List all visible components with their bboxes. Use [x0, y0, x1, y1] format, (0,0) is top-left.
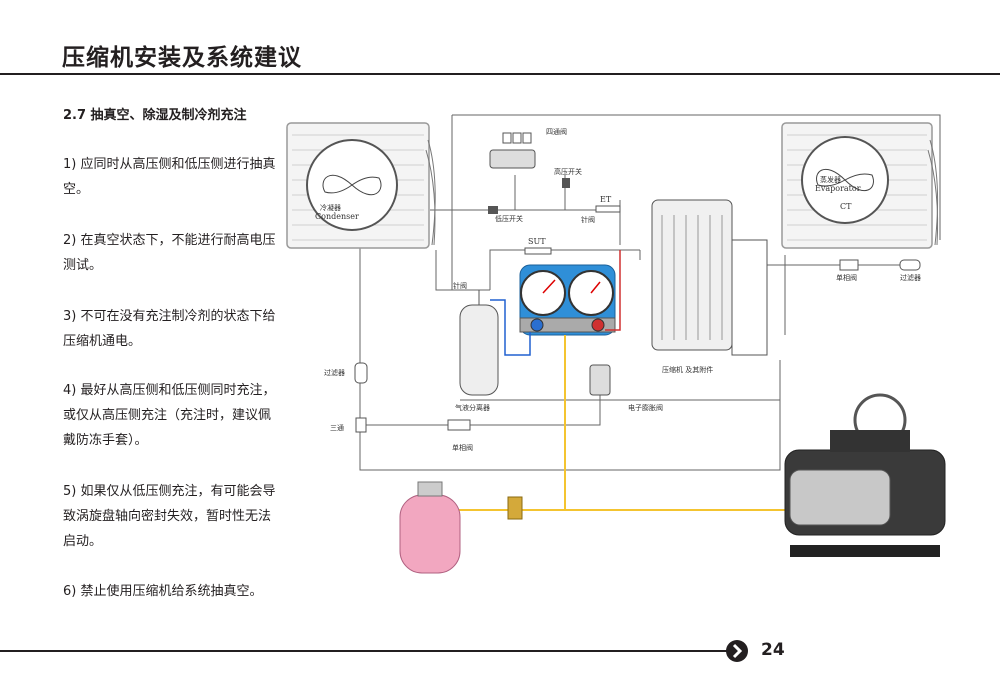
manifold-gauge-set — [519, 264, 616, 336]
compressor: 压缩机 及其附件 — [651, 199, 768, 374]
next-page-icon[interactable] — [726, 640, 748, 662]
step-3: 3) 不可在没有充注制冷剂的状态下给压缩机通电。 — [63, 309, 276, 349]
svg-text:过滤器: 过滤器 — [324, 368, 345, 377]
step-5: 5) 如果仅从低压侧充注，有可能会导致涡旋盘轴向密封失效，暂时性无法启动。 — [63, 484, 276, 549]
check-valve-1: 单相阀 — [836, 259, 859, 282]
svg-text:过滤器: 过滤器 — [900, 273, 921, 282]
needle-valve-1-label: 针阀 — [581, 215, 595, 224]
vacuum-pump — [784, 393, 946, 557]
svg-text:SUT: SUT — [528, 237, 546, 246]
tee-fitting: 三通 — [330, 417, 367, 433]
condenser-label-en: Condenser — [315, 212, 359, 221]
svg-text:高压开关: 高压开关 — [554, 167, 582, 176]
title-divider — [0, 73, 1000, 75]
sut-sensor: SUT — [524, 237, 552, 255]
step-1: 1) 应同时从高压侧和低压侧进行抽真空。 — [63, 157, 276, 197]
check-valve-2: 单相阀 — [447, 419, 473, 452]
filter-right: 过滤器 — [899, 259, 921, 282]
footer-divider — [0, 650, 728, 652]
expansion-valve: 电子膨胀阀 — [589, 364, 663, 412]
four-way-valve: 四通阀 — [489, 127, 567, 169]
condenser-label-cn: 冷凝器 — [320, 203, 341, 212]
needle-valve-2-label: 针阀 — [453, 281, 467, 290]
charging-valve — [507, 496, 523, 520]
svg-text:ET: ET — [600, 195, 612, 204]
accumulator: 气液分离器 — [455, 290, 499, 412]
et-sensor: ET — [595, 195, 621, 213]
low-side-hose — [490, 299, 531, 356]
svg-text:单相阀: 单相阀 — [452, 443, 473, 452]
high-side-hose — [605, 250, 621, 331]
step-2: 2) 在真空状态下，不能进行耐高电压测试。 — [63, 233, 276, 273]
step-6: 6) 禁止使用压缩机给系统抽真空。 — [63, 584, 263, 599]
evaporator: 蒸发器 Evaporator CT — [781, 122, 939, 249]
condenser: 冷凝器 Condenser — [286, 122, 436, 249]
section-heading: 2.7 抽真空、除湿及制冷剂充注 — [63, 108, 247, 123]
refrigeration-system-diagram: 冷凝器 Condenser 蒸发器 Evaporator CT 四通阀 高压开关 — [286, 114, 946, 574]
page-number: 24 — [761, 640, 785, 660]
svg-text:电子膨胀阀: 电子膨胀阀 — [628, 403, 663, 412]
svg-text:单相阀: 单相阀 — [836, 273, 857, 282]
svg-text:三通: 三通 — [330, 423, 344, 432]
high-pressure-switch: 高压开关 — [554, 167, 582, 188]
four-way-valve-label: 四通阀 — [546, 127, 567, 136]
step-4: 4) 最好从高压侧和低压侧同时充注，或仅从高压侧充注（充注时，建议佩戴防冻手套）… — [63, 383, 276, 448]
svg-text:低压开关: 低压开关 — [495, 214, 523, 223]
svg-text:气液分离器: 气液分离器 — [455, 403, 490, 412]
refrigerant-cylinder — [399, 481, 461, 574]
filter-left: 过滤器 — [324, 362, 368, 384]
evaporator-label-cn: 蒸发器 — [820, 175, 841, 184]
ct-label: CT — [840, 202, 852, 211]
evaporator-label-en: Evaporator — [815, 184, 861, 193]
charge-hose — [450, 335, 790, 511]
svg-text:压缩机 及其附件: 压缩机 及其附件 — [662, 365, 713, 374]
page-title: 压缩机安装及系统建议 — [62, 45, 302, 71]
low-pressure-switch: 低压开关 — [488, 206, 523, 223]
